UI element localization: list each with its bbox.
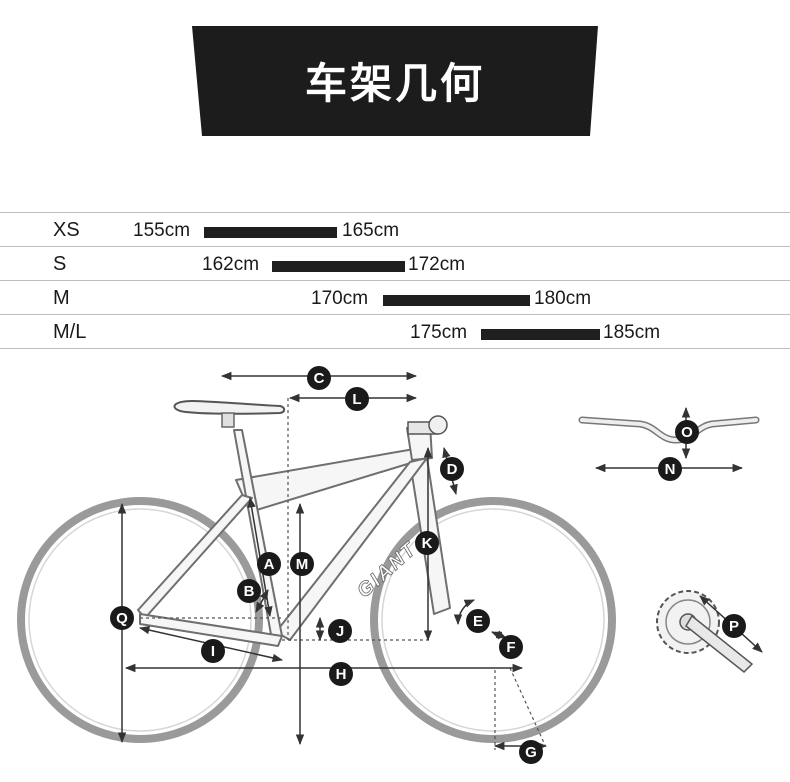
svg-text:K: K: [422, 535, 433, 552]
badge-n: N: [658, 457, 682, 481]
badge-j: J: [328, 619, 352, 643]
size-row-m: M 170cm 180cm: [0, 280, 790, 314]
svg-text:H: H: [336, 666, 347, 683]
badge-i: I: [201, 639, 225, 663]
svg-text:B: B: [244, 583, 255, 600]
badge-f: F: [499, 635, 523, 659]
svg-text:N: N: [665, 461, 676, 478]
height-min: 170cm: [311, 288, 369, 309]
svg-text:J: J: [336, 623, 344, 640]
badge-h: H: [329, 662, 353, 686]
badge-q: Q: [110, 606, 134, 630]
bike-geometry-diagram: GIANT: [17, 366, 763, 764]
height-range-bar: [272, 261, 405, 272]
height-max: 185cm: [603, 322, 661, 343]
badge-l: L: [345, 387, 369, 411]
badge-b: B: [237, 579, 261, 603]
svg-text:A: A: [264, 556, 275, 573]
banner-shape: [192, 26, 598, 136]
svg-text:F: F: [506, 639, 515, 656]
size-row-ml: M/L 175cm 185cm: [0, 314, 790, 349]
size-label: M/L: [53, 321, 87, 343]
badge-e: E: [466, 609, 490, 633]
size-label: M: [53, 287, 70, 309]
badge-o: O: [675, 420, 699, 444]
badge-p: P: [722, 614, 746, 638]
size-label: S: [53, 253, 67, 275]
size-table: XS 155cm 165cm S 162cm 172cm M 170cm 180…: [0, 212, 790, 349]
svg-text:O: O: [681, 424, 693, 441]
badge-m: M: [290, 552, 314, 576]
badge-k: K: [415, 531, 439, 555]
size-row-xs: XS 155cm 165cm: [0, 212, 790, 246]
size-label: XS: [53, 219, 80, 241]
svg-text:C: C: [314, 370, 325, 387]
header-banner: 车架几何: [0, 0, 790, 140]
crankset-detail: [656, 590, 763, 674]
dim-e: [453, 599, 475, 626]
badge-g: G: [519, 740, 543, 764]
height-max: 180cm: [534, 288, 592, 309]
svg-text:G: G: [525, 744, 537, 761]
svg-text:D: D: [447, 461, 458, 478]
height-range-bar: [383, 295, 530, 306]
height-max: 165cm: [342, 220, 400, 241]
svg-text:M: M: [296, 556, 309, 573]
reference-lines: [140, 398, 546, 750]
bike-frame: [137, 423, 451, 647]
badge-c: C: [307, 366, 331, 390]
page-title: 车架几何: [304, 59, 485, 108]
height-max: 172cm: [408, 254, 466, 275]
frame-logo: GIANT: [353, 538, 421, 603]
measurement-badges: C L O D N K A M B Q E P J F I H G: [110, 366, 746, 764]
svg-text:I: I: [211, 643, 215, 660]
svg-text:L: L: [352, 391, 361, 408]
stem: [407, 415, 448, 435]
saddle: [173, 399, 286, 428]
height-range-bar: [204, 227, 337, 238]
badge-a: A: [257, 552, 281, 576]
rear-wheel: [17, 497, 263, 743]
dim-b: [255, 589, 269, 613]
badge-d: D: [440, 457, 464, 481]
height-min: 162cm: [202, 254, 260, 275]
dim-f: [491, 630, 507, 640]
svg-text:E: E: [473, 613, 483, 630]
front-wheel: [370, 497, 616, 743]
height-range-bar: [481, 329, 600, 340]
svg-text:Q: Q: [116, 610, 128, 627]
height-min: 175cm: [410, 322, 468, 343]
size-row-s: S 162cm 172cm: [0, 246, 790, 280]
svg-text:P: P: [729, 618, 739, 635]
height-min: 155cm: [133, 220, 191, 241]
